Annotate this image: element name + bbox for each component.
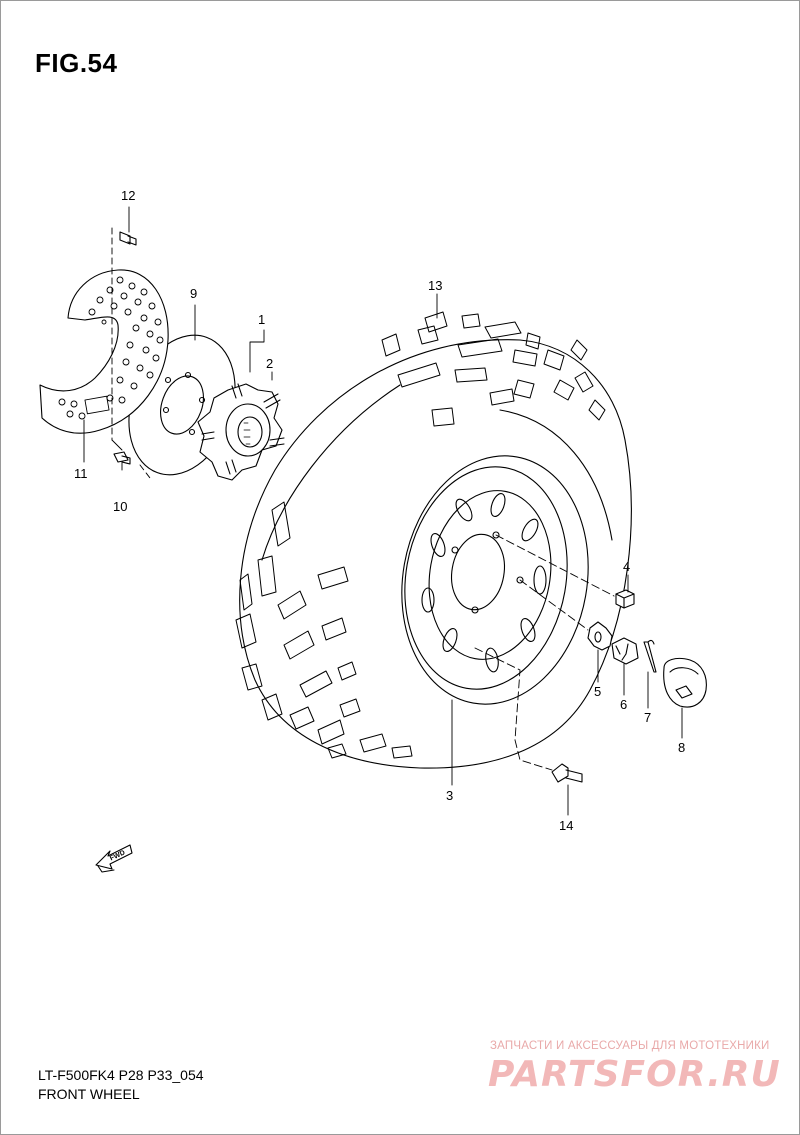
callout-6: 6 [620, 697, 627, 712]
bolt-12 [119, 231, 137, 246]
castle-nut-6 [611, 637, 639, 665]
callout-5: 5 [594, 684, 601, 699]
callout-4: 4 [623, 559, 630, 574]
figure-title: FIG.54 [35, 48, 118, 78]
disc-guard-11 [39, 269, 169, 434]
section-name: FRONT WHEEL [38, 1086, 140, 1102]
callout-8: 8 [678, 740, 685, 755]
callout-11: 11 [74, 466, 88, 481]
callout-1: 1 [258, 312, 265, 327]
fwd-direction-marker: FWD [95, 844, 133, 873]
hub-studs-2 [201, 383, 285, 475]
nut-4 [615, 589, 635, 609]
callout-12: 12 [121, 188, 135, 203]
washer-5 [587, 621, 613, 651]
bolt-10 [113, 451, 131, 465]
callout-14: 14 [559, 818, 573, 833]
callout-3: 3 [446, 788, 453, 803]
callout-10: 10 [113, 499, 127, 514]
callout-numbers: 1 2 3 4 5 6 7 8 9 10 11 12 13 14 [74, 188, 685, 833]
callout-7: 7 [644, 710, 651, 725]
valve-stem-14 [551, 763, 583, 783]
wheel-hub-1 [197, 383, 285, 481]
callout-13: 13 [428, 278, 442, 293]
cotter-pin-7 [643, 639, 657, 673]
watermark-logo: PARTSFOR.RU [488, 1054, 781, 1095]
model-code: LT-F500FK4 P28 P33_054 [38, 1067, 204, 1083]
leader-lines [83, 206, 683, 816]
watermark-tagline: ЗАПЧАСТИ И АКСЕССУАРЫ ДЛЯ МОТОТЕХНИКИ [490, 1040, 770, 1052]
callout-2: 2 [266, 356, 273, 371]
tire-tread-lugs [235, 311, 606, 759]
hub-cap-8 [663, 657, 707, 708]
callout-9: 9 [190, 286, 197, 301]
rim-3 [401, 455, 589, 705]
